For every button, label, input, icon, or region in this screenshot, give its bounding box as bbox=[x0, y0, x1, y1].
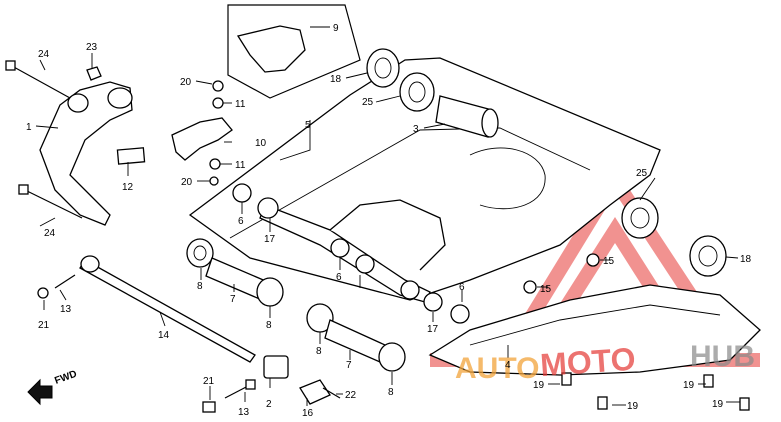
bearing-cap bbox=[299, 379, 331, 405]
callout-13a: 13 bbox=[60, 304, 72, 315]
callout-17b: 17 bbox=[427, 324, 439, 335]
callout-25a: 25 bbox=[362, 97, 374, 108]
watermark-text-auto: AUTO bbox=[455, 352, 539, 385]
callout-5: 5 bbox=[305, 120, 311, 131]
callout-19c: 19 bbox=[683, 380, 695, 391]
seal bbox=[378, 342, 406, 372]
callout-19a: 19 bbox=[533, 380, 545, 391]
watermark-text-hub: HUB bbox=[690, 340, 755, 373]
callout-8a: 8 bbox=[197, 281, 203, 292]
callout-13b: 13 bbox=[238, 407, 250, 418]
callout-14: 14 bbox=[158, 330, 170, 341]
callout-21b: 21 bbox=[203, 376, 215, 387]
ball-bearing bbox=[689, 235, 727, 277]
nut bbox=[212, 97, 224, 109]
watermark-text-moto: MOTO bbox=[539, 341, 637, 384]
inset-detail-box bbox=[227, 4, 361, 99]
callout-3: 3 bbox=[413, 124, 419, 135]
rocker-arm-upper bbox=[329, 199, 446, 271]
callout-8d: 8 bbox=[388, 387, 394, 398]
callout-7b: 7 bbox=[346, 360, 352, 371]
needle-bearing bbox=[450, 304, 470, 324]
nut bbox=[86, 66, 102, 81]
pivot-collar bbox=[324, 319, 386, 363]
needle-bearing bbox=[232, 183, 252, 203]
callout-9: 9 bbox=[333, 23, 339, 34]
callout-7a: 7 bbox=[230, 294, 236, 305]
needle-bearing bbox=[423, 292, 443, 312]
callout-19b: 19 bbox=[627, 401, 639, 412]
callout-22: 22 bbox=[345, 390, 357, 401]
bottom-plate bbox=[428, 284, 761, 376]
seal bbox=[256, 277, 284, 307]
bolt bbox=[739, 397, 750, 411]
bolt bbox=[703, 374, 714, 388]
bolt bbox=[24, 189, 83, 219]
callout-12: 12 bbox=[122, 182, 134, 193]
callout-4: 4 bbox=[505, 360, 511, 371]
ball-bearing bbox=[399, 72, 435, 112]
ball-bearing bbox=[366, 48, 400, 88]
callout-19d: 19 bbox=[712, 399, 724, 410]
callout-20b: 20 bbox=[181, 177, 193, 188]
callout-18b: 18 bbox=[740, 254, 752, 265]
screw bbox=[212, 80, 224, 92]
callout-11b: 11 bbox=[235, 160, 246, 171]
watermark-text: AUTO MOTO HUB bbox=[455, 340, 755, 385]
bolt bbox=[54, 274, 76, 289]
torque-arm bbox=[39, 81, 133, 226]
collar bbox=[263, 355, 289, 379]
needle-bearing bbox=[330, 238, 350, 258]
seal bbox=[186, 238, 214, 268]
callout-25b: 25 bbox=[636, 168, 648, 179]
callout-10: 10 bbox=[255, 138, 267, 149]
nut bbox=[209, 158, 221, 170]
callout-15a: 15 bbox=[603, 256, 615, 267]
needle-bearing bbox=[355, 254, 375, 274]
callout-8c: 8 bbox=[316, 346, 322, 357]
screw bbox=[209, 176, 219, 186]
callout-21a: 21 bbox=[38, 320, 50, 331]
ball-bearing bbox=[621, 197, 659, 239]
bolt bbox=[11, 65, 71, 99]
callout-17a: 17 bbox=[264, 234, 276, 245]
needle-bearing bbox=[257, 197, 279, 219]
callout-6b: 6 bbox=[336, 272, 342, 283]
callout-11a: 11 bbox=[235, 99, 246, 110]
callout-1: 1 bbox=[26, 122, 32, 133]
callout-16: 16 bbox=[302, 408, 314, 419]
nut bbox=[202, 401, 216, 413]
callout-6a: 6 bbox=[238, 216, 244, 227]
callout-24b: 24 bbox=[44, 228, 56, 239]
callout-2: 2 bbox=[266, 399, 272, 410]
caution-label bbox=[116, 147, 146, 165]
callout-24a: 24 bbox=[38, 49, 50, 60]
callout-20a: 20 bbox=[180, 77, 192, 88]
bolt bbox=[561, 372, 572, 386]
callout-23: 23 bbox=[86, 42, 98, 53]
nut bbox=[586, 253, 600, 267]
callout-8b: 8 bbox=[266, 320, 272, 331]
chain-slider bbox=[171, 117, 233, 161]
part-number-labels: 1 2 3 4 5 6 6 6 7 7 8 8 8 8 9 10 11 11 1… bbox=[26, 23, 752, 419]
fwd-label: FWD bbox=[53, 369, 78, 387]
torque-arm-boss bbox=[107, 87, 133, 109]
callout-6c: 6 bbox=[459, 282, 465, 293]
callout-15b: 15 bbox=[540, 284, 552, 295]
bolt bbox=[597, 396, 608, 410]
forward-arrow bbox=[27, 378, 53, 406]
callout-18a: 18 bbox=[330, 74, 342, 85]
nut bbox=[523, 280, 537, 294]
washer bbox=[37, 287, 49, 299]
leader-lines bbox=[35, 26, 740, 406]
cotter-pin bbox=[322, 387, 341, 399]
